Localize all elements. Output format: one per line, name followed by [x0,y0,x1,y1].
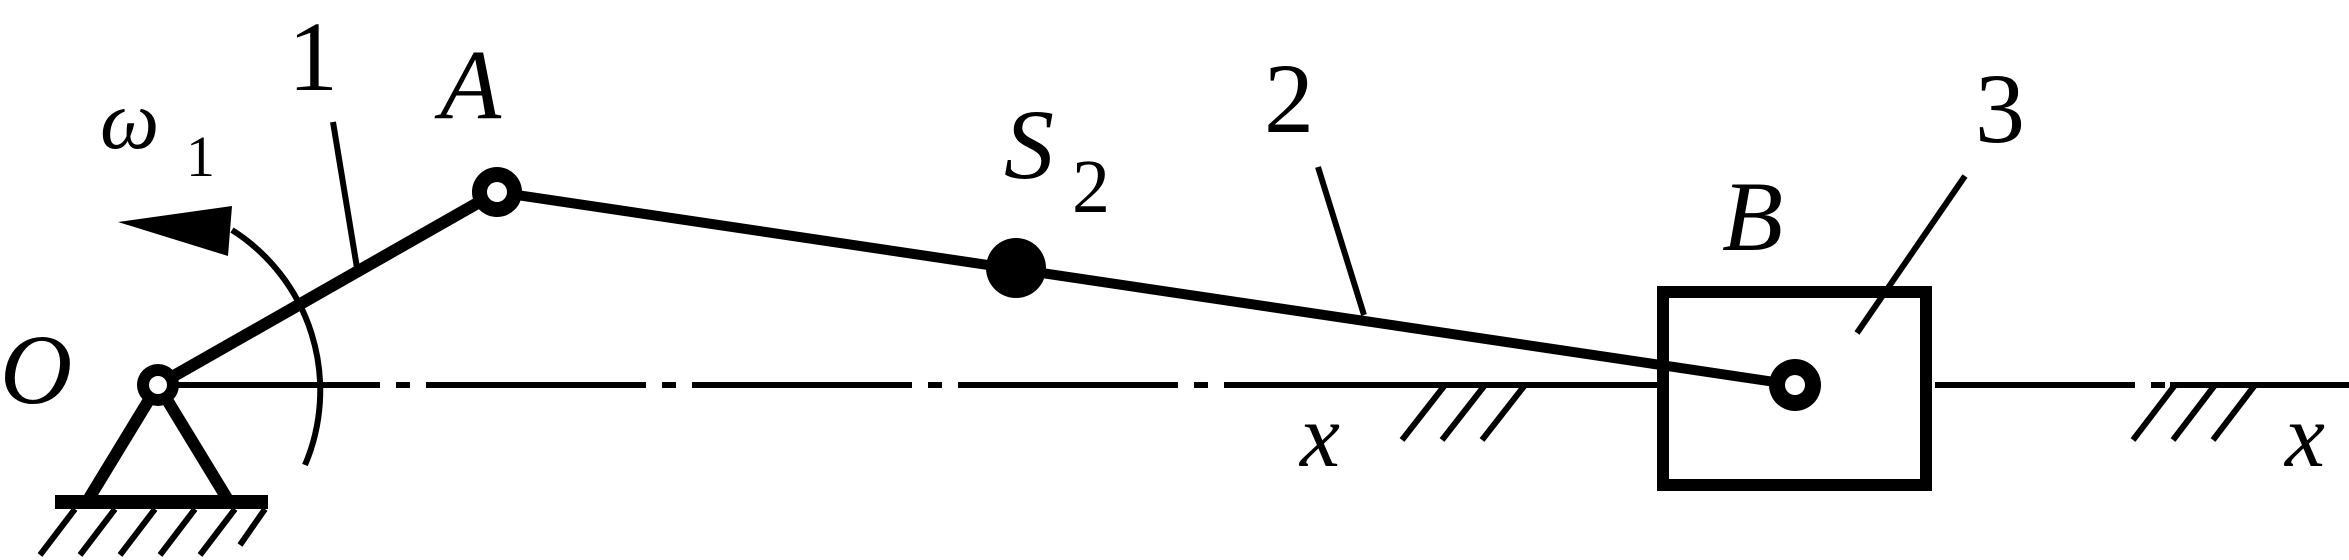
guide-hatch-right [2130,382,2349,442]
axis-x-label-left: x [1298,387,1340,486]
guide-hatch-middle [1399,382,1660,442]
leader-lines [330,121,1968,335]
link-2-label: 2 [1264,43,1314,154]
link-3-label: 3 [1975,53,2025,164]
link-1-label: 1 [288,1,338,112]
s2-label: S [1004,89,1054,200]
axis-x-label-right: x [2283,387,2325,486]
origin-o-label: O [0,314,72,425]
leader-2 [1315,166,1367,316]
joint-o [137,364,179,406]
fixed-support [37,381,268,557]
s2-subscript: 2 [1072,145,1110,229]
joint-b [1769,359,1821,411]
slider-block-3 [1657,286,1932,491]
joint-a [472,167,522,217]
omega-subscript: 1 [186,124,215,189]
omega-arrow [118,206,324,467]
leader-3 [1854,174,1968,335]
joint-b-label: B [1722,161,1783,272]
center-of-mass-s2 [986,238,1046,298]
omega-label: ω [100,74,159,167]
crank-link-1 [155,186,500,391]
connecting-rod-link-2 [496,187,1796,390]
leader-1 [330,121,360,269]
joint-a-label: A [434,29,502,140]
